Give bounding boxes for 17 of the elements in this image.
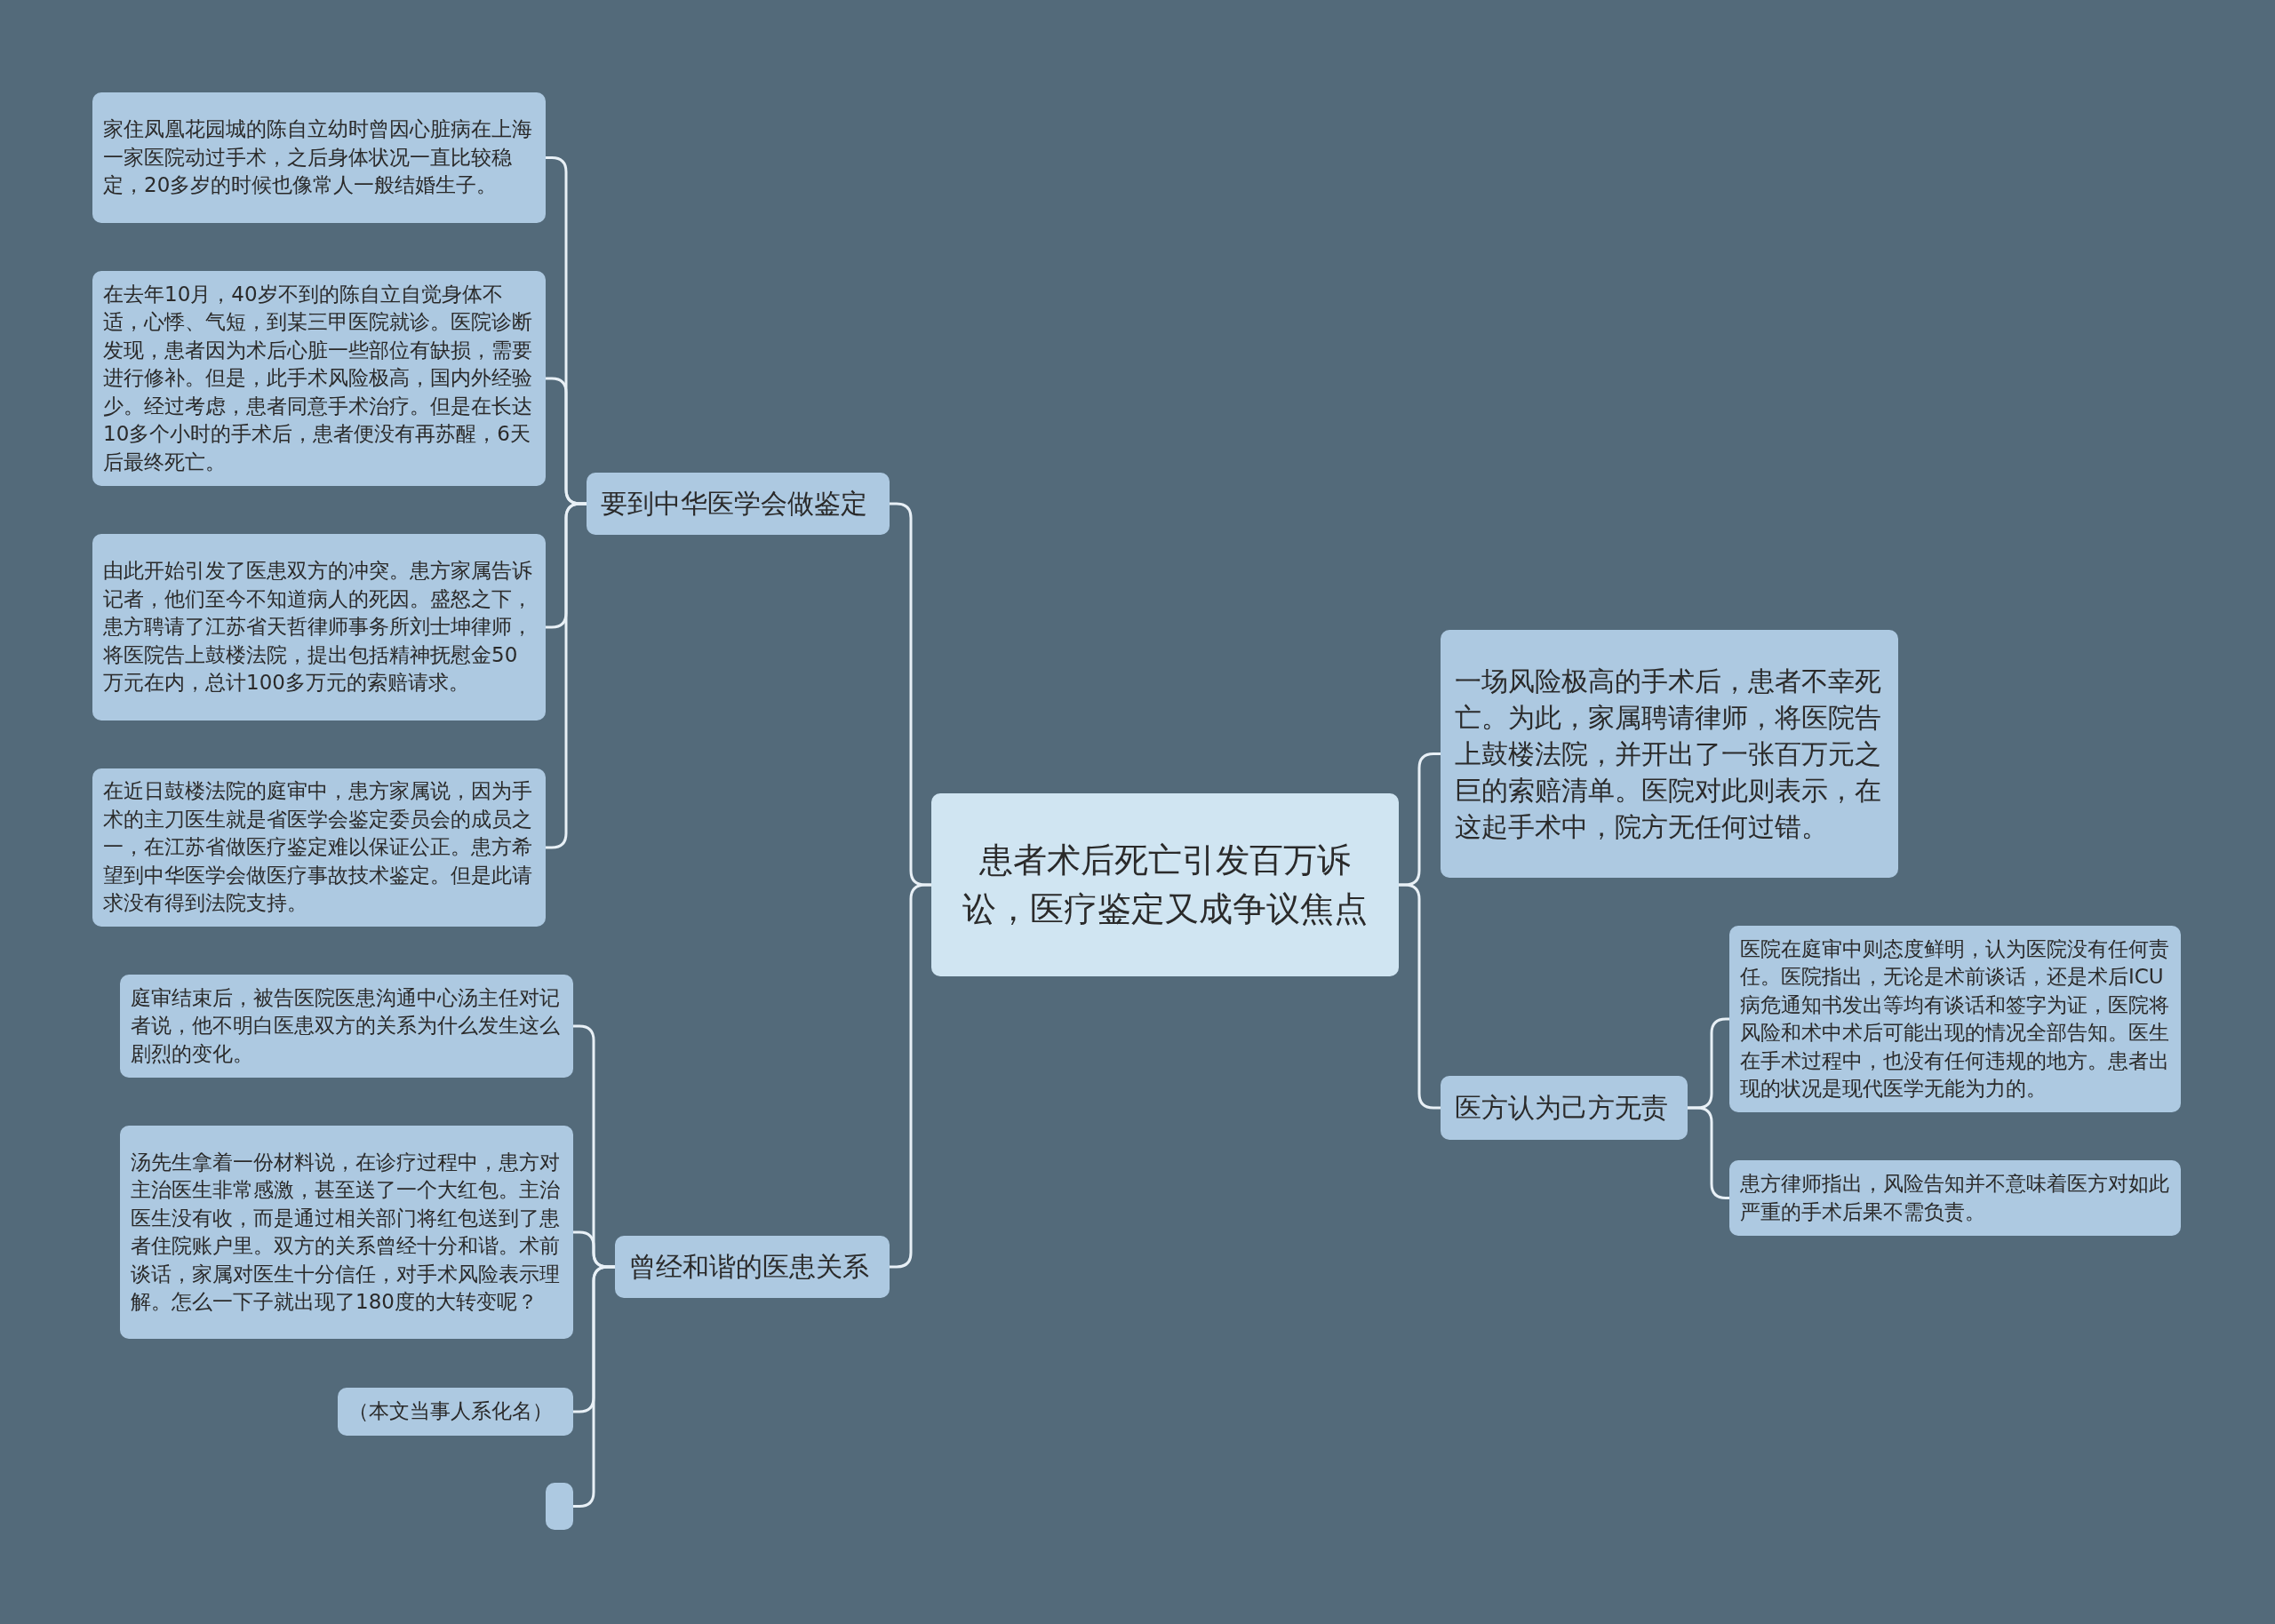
central-topic-box: 患者术后死亡引发百万诉讼，医疗鉴定又成争议焦点: [931, 793, 1399, 976]
note-box: 在近日鼓楼法院的庭审中，患方家属说，因为手术的主刀医生就是省医学会鉴定委员会的成员之一，在江苏省做医疗鉴定难以保证公正。患方希望到中华医学会做医疗事故技术鉴定。但是此请求没有得到法院支持。: [92, 768, 546, 927]
connector-line: [890, 883, 931, 1269]
note-box: 汤先生拿着一份材料说，在诊疗过程中，患方对主治医生非常感激，甚至送了一个大红包。主治医生没有收，而是通过相关部门将红包送到了患者住院账户里。双方的关系曾经十分和谐。术前谈话，家属对医生十分信任，对手术风险表示理解。怎么一下子就出现了180度的大转变呢？: [120, 1126, 573, 1339]
note-box: 由此开始引发了医患双方的冲突。患方家属告诉记者，他们至今不知道病人的死因。盛怒之下，患方聘请了江苏省天哲律师事务所刘士坤律师，将医院告上鼓楼法院，提出包括精神抚慰金50万元在内，总计100多万元的索赔请求。: [92, 534, 546, 720]
note-box: 患方律师指出，风险告知并不意味着医方对如此严重的手术后果不需负责。: [1729, 1160, 2181, 1236]
note-box: （本文当事人系化名）: [338, 1388, 573, 1436]
branch-box: 要到中华医学会做鉴定: [587, 473, 890, 535]
branch-box: 医方认为己方无责: [1441, 1076, 1688, 1140]
branch-box: 曾经和谐的医患关系: [615, 1236, 890, 1298]
note-box: 在去年10月，40岁不到的陈自立自觉身体不适，心悸、气短，到某三甲医院就诊。医院诊断发现，患者因为术后心脏一些部位有缺损，需要进行修补。但是，此手术风险极高，国内外经验少。经过考虑，患者同意手术治疗。但是在长达10多个小时的手术后，患者便没有再苏醒，6天后最终死亡。: [92, 271, 546, 486]
note-box: 一场风险极高的手术后，患者不幸死亡。为此，家属聘请律师，将医院告上鼓楼法院，并开出了一张百万元之巨的索赔清单。医院对此则表示，在这起手术中，院方无任何过错。: [1441, 630, 1898, 878]
note-box: 庭审结束后，被告医院医患沟通中心汤主任对记者说，他不明白医患双方的关系为什么发生这么剧烈的变化。: [120, 975, 573, 1078]
connector-line: [1399, 883, 1441, 1110]
empty-box: [546, 1483, 573, 1530]
note-box: 医院在庭审中则态度鲜明，认为医院没有任何责任。医院指出，无论是术前谈话，还是术后ICU病危通知书发出等均有谈话和签字为证，医院将风险和术中术后可能出现的情况全部告知。医生在手术过程中，也没有任何违规的地方。患者出现的状况是现代医学无能为力的。: [1729, 926, 2181, 1112]
note-box: 家住凤凰花园城的陈自立幼时曾因心脏病在上海一家医院动过手术，之后身体状况一直比较稳定，20多岁的时候也像常人一般结婚生子。: [92, 92, 546, 223]
